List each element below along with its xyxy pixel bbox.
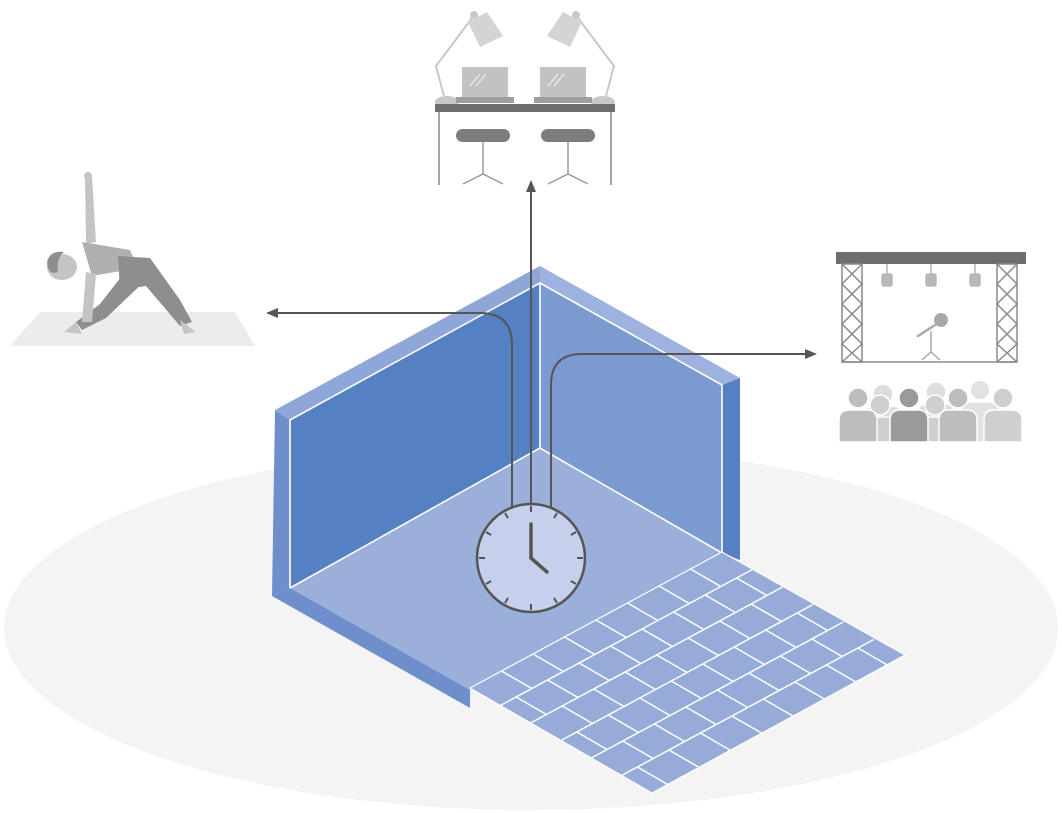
right-wall-outer: [722, 378, 740, 560]
audience-member-head: [993, 388, 1013, 408]
yoga-person-icon: [10, 172, 255, 346]
left-wall-outer: [272, 410, 290, 596]
yoga-mat: [10, 312, 255, 346]
audience-member-head: [970, 380, 990, 400]
stage-audience-icon: [836, 252, 1026, 442]
audience-member-head: [899, 388, 919, 408]
audience-member-head: [948, 388, 968, 408]
audience-member-head: [848, 388, 868, 408]
audience-member-body: [939, 410, 977, 442]
audience-member-body: [890, 410, 928, 442]
audience-member-body: [839, 410, 877, 442]
audience-member-body: [984, 410, 1022, 442]
clock-icon: [477, 504, 585, 612]
desk-workspace-icon: [435, 11, 615, 185]
